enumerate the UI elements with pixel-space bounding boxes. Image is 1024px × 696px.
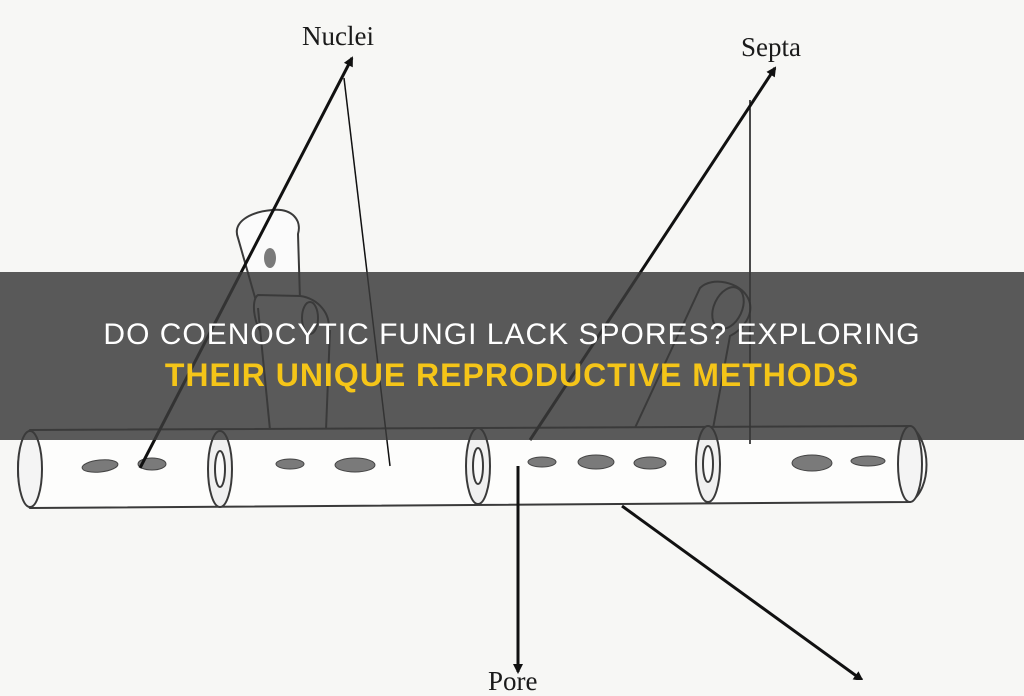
nucleus bbox=[850, 455, 886, 467]
nuclei-group bbox=[81, 454, 886, 473]
nucleus bbox=[275, 458, 305, 470]
septa-label: Septa bbox=[741, 32, 801, 62]
septum bbox=[207, 430, 233, 508]
nucleus bbox=[264, 248, 276, 268]
nucleus bbox=[791, 454, 833, 472]
nucleus bbox=[577, 454, 615, 470]
pore-label: Pore bbox=[488, 666, 538, 696]
nucleus bbox=[527, 456, 557, 468]
title-banner: Do coenocytic fungi lack spores? Explori… bbox=[0, 272, 1024, 440]
nucleus bbox=[81, 459, 119, 473]
nuclei-label: Nuclei bbox=[302, 21, 374, 51]
nucleus bbox=[633, 456, 667, 470]
title-line-2: their unique reproductive methods bbox=[164, 356, 860, 393]
nucleus bbox=[334, 457, 376, 473]
pore-secondary-arrow bbox=[621, 504, 864, 680]
title-line-1: Do coenocytic fungi lack spores? Explori… bbox=[103, 318, 921, 352]
